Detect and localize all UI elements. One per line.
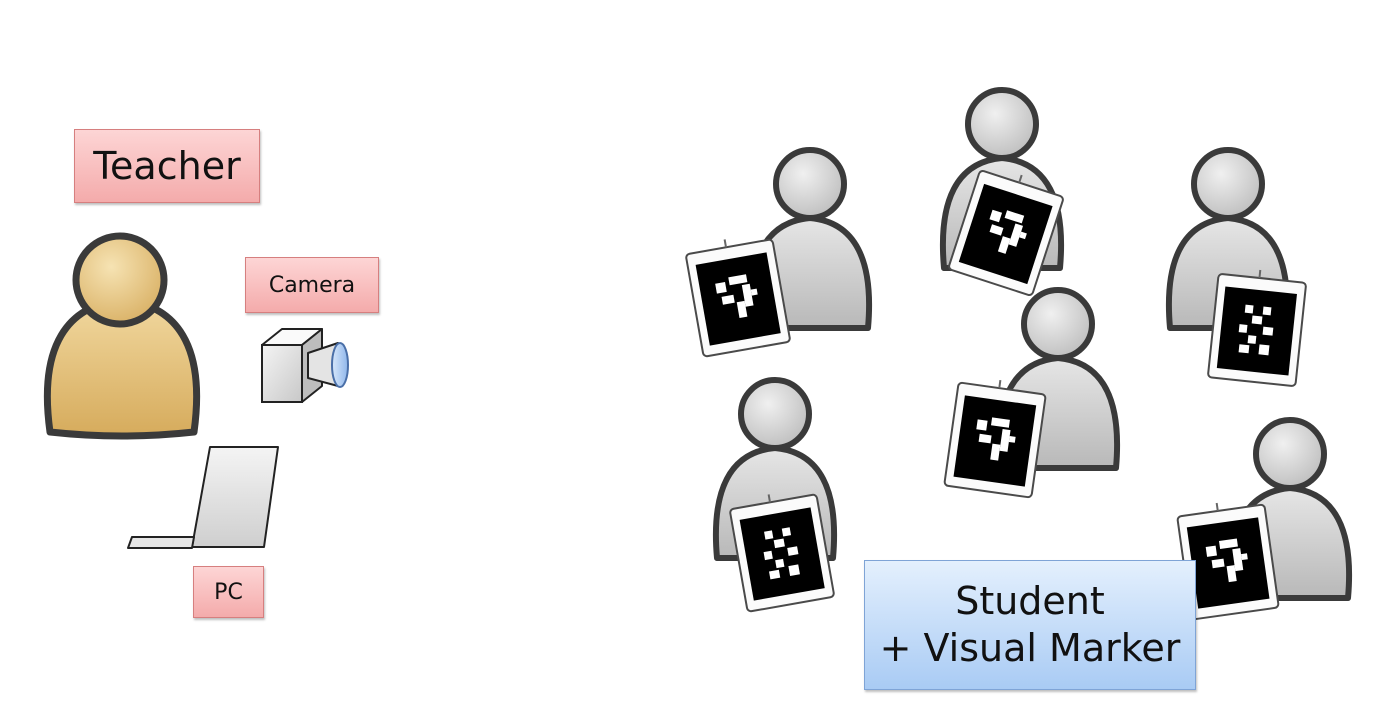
student-label-line2: + Visual Marker — [879, 626, 1181, 670]
visual-marker — [683, 230, 792, 358]
pc-label: PC — [193, 566, 264, 618]
camera-icon — [261, 328, 349, 403]
student-label-line1: Student — [955, 578, 1105, 623]
camera-label: Camera — [245, 257, 379, 313]
visual-marker — [1206, 264, 1309, 388]
student-label: Student + Visual Marker — [864, 560, 1196, 690]
teacher-figure — [43, 232, 201, 440]
pc-icon — [127, 446, 279, 549]
visual-marker — [943, 373, 1048, 499]
teacher-label: Teacher — [74, 129, 260, 203]
